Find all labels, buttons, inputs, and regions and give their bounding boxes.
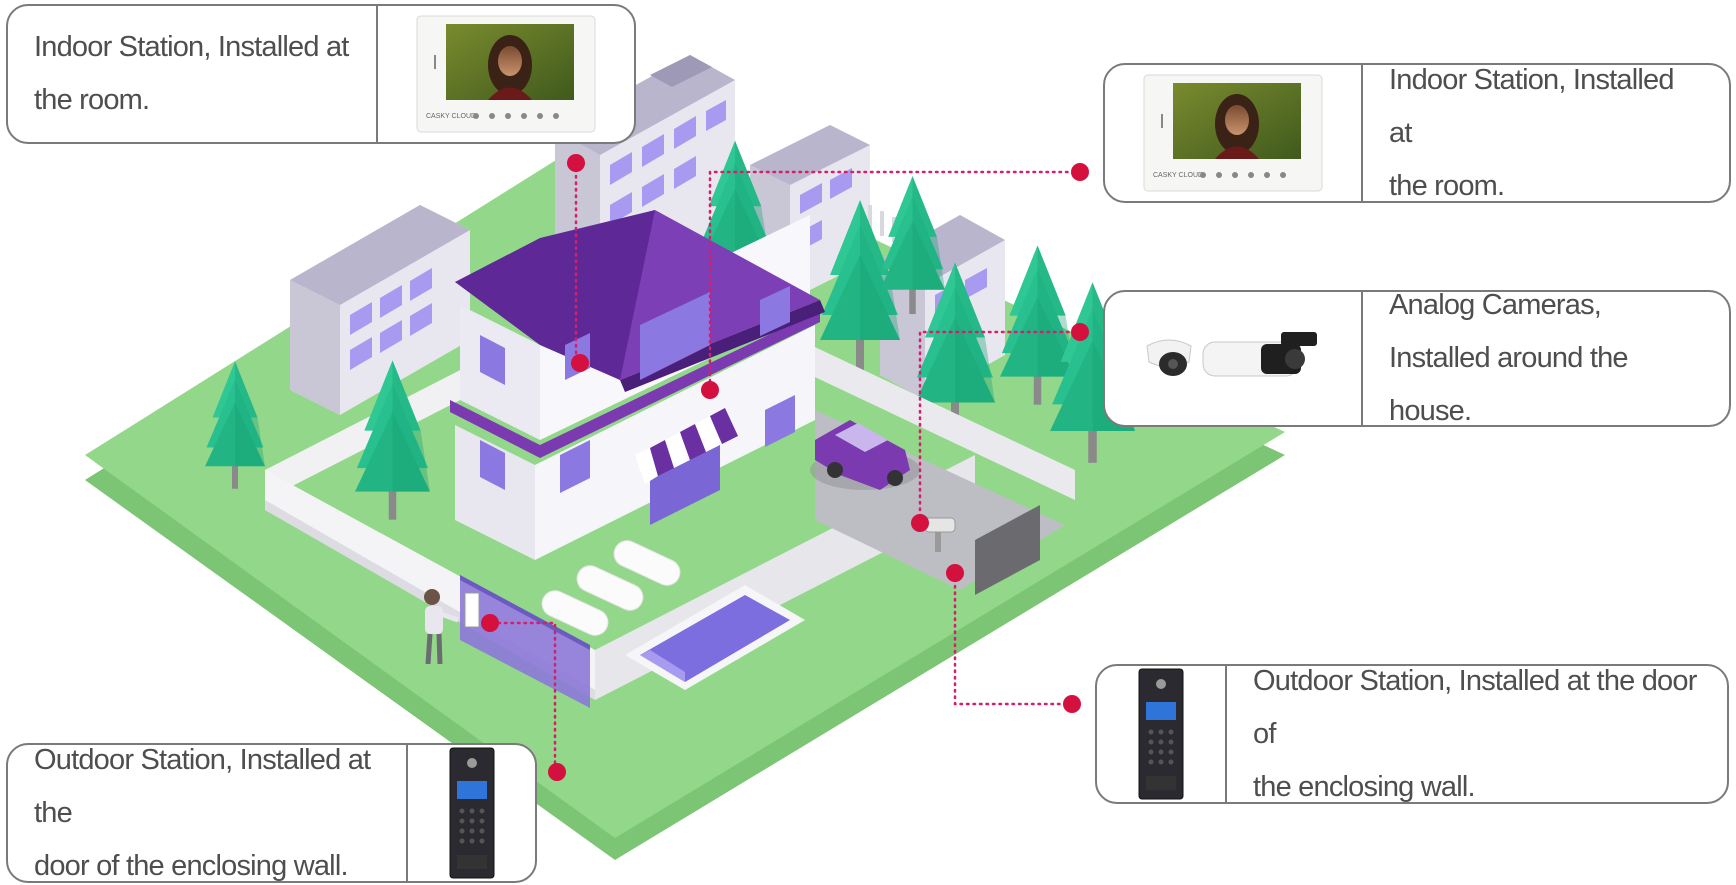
marker-gate-right <box>946 564 964 582</box>
callout-line-2: the room. <box>34 84 150 116</box>
indoor-monitor-thumbnail: CASKY CLOUD <box>1105 65 1363 201</box>
callout-text: Analog Cameras, Installed around the hou… <box>1363 292 1729 425</box>
marker-left-window <box>571 354 589 372</box>
callout-line-2: the room. <box>1389 169 1505 202</box>
callout-line-1: Indoor Station, Installed at <box>1389 63 1675 149</box>
callout-line-1: Indoor Station, Installed at <box>34 31 349 63</box>
marker-outdoor-right <box>1063 695 1081 713</box>
outdoor-panel-thumbnail <box>408 745 535 881</box>
enclosure-walls <box>265 340 1075 708</box>
callout-text: Indoor Station, Installed at the room. <box>8 6 378 142</box>
callout-line-1: Outdoor Station, Installed at the <box>34 743 371 829</box>
callout-text: Outdoor Station, Installed at the door o… <box>1227 666 1727 802</box>
monitor-brand-label: CASKY CLOUD <box>426 113 476 120</box>
marker-upper-window <box>567 154 585 172</box>
outdoor-keypad-panel-icon <box>1138 668 1184 800</box>
marker-outdoor-left <box>548 763 566 781</box>
callout-text: Outdoor Station, Installed at the door o… <box>8 745 408 881</box>
marker-camera-driveway <box>911 514 929 532</box>
outdoor-keypad-panel-icon <box>449 747 494 879</box>
analog-camera-icon <box>1146 331 1317 376</box>
callout-line-2: door of the enclosing wall. <box>34 849 349 882</box>
callout-text: Indoor Station, Installed at the room. <box>1363 65 1729 201</box>
callout-line-1: Outdoor Station, Installed at the door o… <box>1253 664 1697 750</box>
callout-indoor-station-top-right: CASKY CLOUD Indoor Station, Installed at… <box>1103 63 1731 203</box>
callout-indoor-station-top-left: Indoor Station, Installed at the room. C… <box>6 4 636 144</box>
callout-outdoor-station-left: Outdoor Station, Installed at the door o… <box>6 743 537 883</box>
monitor-brand-label: CASKY CLOUD <box>1153 172 1203 179</box>
callout-line-1: Analog Cameras, <box>1389 290 1602 321</box>
car <box>810 420 920 490</box>
indoor-monitor-icon: CASKY CLOUD <box>1143 74 1323 192</box>
leader-lines <box>490 161 1082 774</box>
marker-camera-right <box>1071 323 1089 341</box>
callout-analog-cameras: Analog Cameras, Installed around the hou… <box>1103 290 1731 427</box>
outdoor-panel-thumbnail <box>1097 666 1227 802</box>
visitor-person <box>424 589 480 665</box>
callout-outdoor-station-right: Outdoor Station, Installed at the door o… <box>1095 664 1729 804</box>
marker-center-window <box>701 381 719 399</box>
marker-indoor-right <box>1071 163 1089 181</box>
callout-line-2: Installed around the house. <box>1389 342 1629 427</box>
cameras-thumbnail <box>1105 292 1363 425</box>
indoor-monitor-thumbnail: CASKY CLOUD <box>378 6 634 142</box>
callout-line-2: the enclosing wall. <box>1253 770 1476 803</box>
house <box>450 210 825 560</box>
connector-markers <box>481 154 1089 781</box>
indoor-monitor-icon: CASKY CLOUD <box>416 15 596 133</box>
marker-gate-left <box>481 614 499 632</box>
